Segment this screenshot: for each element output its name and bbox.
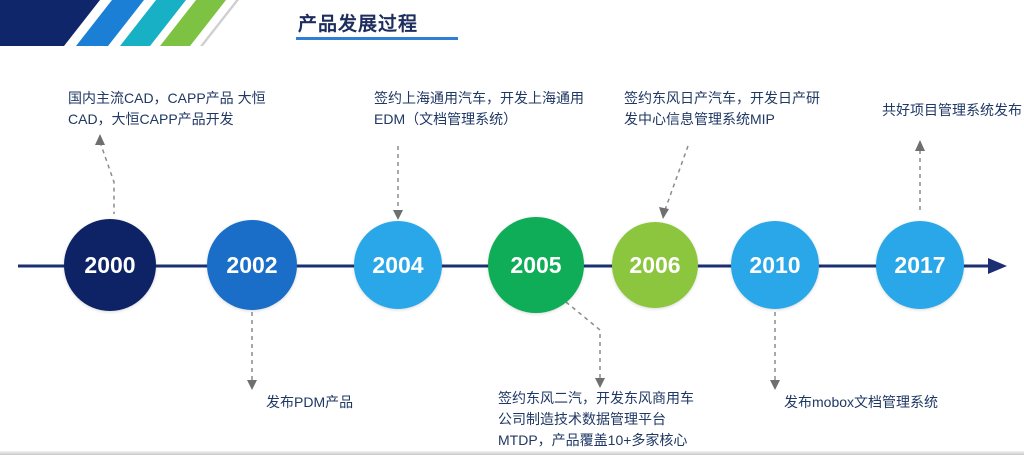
note-2006: 签约东风日产汽车，开发日产研发中心信息管理系统MIP [624, 90, 820, 127]
note-2004: 签约上海通用汽车，开发上海通用EDM（文档管理系统） [374, 90, 584, 127]
milestone-circle-2000: 2000 [64, 219, 156, 311]
stripe-teal [120, 0, 186, 46]
connector-2005 [565, 301, 601, 379]
connector-2002-arrow-icon [247, 380, 257, 390]
milestone-year-2017: 2017 [894, 251, 946, 278]
milestone-year-2010: 2010 [749, 251, 801, 278]
milestone-year-2004: 2004 [372, 251, 424, 278]
note-2002: 发布PDM产品 [266, 394, 354, 410]
stripe-green [160, 0, 226, 46]
stripe-gray [200, 0, 239, 46]
connector-2010-arrow-icon [770, 380, 780, 390]
connector-2000 [99, 141, 115, 214]
milestone-year-2005: 2005 [510, 251, 562, 278]
milestone-year-2002: 2002 [226, 251, 278, 278]
milestone-year-2000: 2000 [84, 251, 136, 278]
connector-2000-arrow-icon [95, 134, 105, 145]
connector-2005-arrow-icon [595, 378, 605, 388]
note-2017: 共好项目管理系统发布 [882, 102, 1022, 118]
page-title: 产品发展过程 [298, 14, 419, 35]
connector-2017-arrow-icon [915, 140, 925, 151]
stripe-navy [0, 0, 100, 46]
milestone-circle-2006: 2006 [612, 222, 698, 308]
milestone-circle-2005: 2005 [488, 217, 584, 313]
note-2005: 签约东风二汽，开发东风商用车公司制造技术数据管理平台MTDP，产品覆盖10+多家… [498, 390, 694, 455]
milestone-circle-2010: 2010 [731, 221, 819, 309]
stripe-blue [76, 0, 144, 46]
milestone-year-2006: 2006 [629, 251, 681, 278]
note-2010: 发布mobox文档管理系统 [784, 394, 939, 410]
connector-2004-arrow-icon [393, 210, 403, 220]
connector-2006-arrow-icon [659, 207, 669, 219]
note-2000: 国内主流CAD，CAPP产品 大恒CAD，大恒CAPP产品开发 [68, 90, 266, 127]
timeline-arrow-icon [988, 258, 1007, 274]
bottom-edge-divider [0, 451, 1024, 455]
milestone-circle-2017: 2017 [876, 221, 964, 309]
milestone-circle-2002: 2002 [207, 220, 297, 310]
header-stripes-decoration [0, 0, 239, 46]
connector-2006 [664, 145, 689, 211]
title-underline [296, 37, 458, 40]
milestone-circle-2004: 2004 [354, 221, 442, 309]
